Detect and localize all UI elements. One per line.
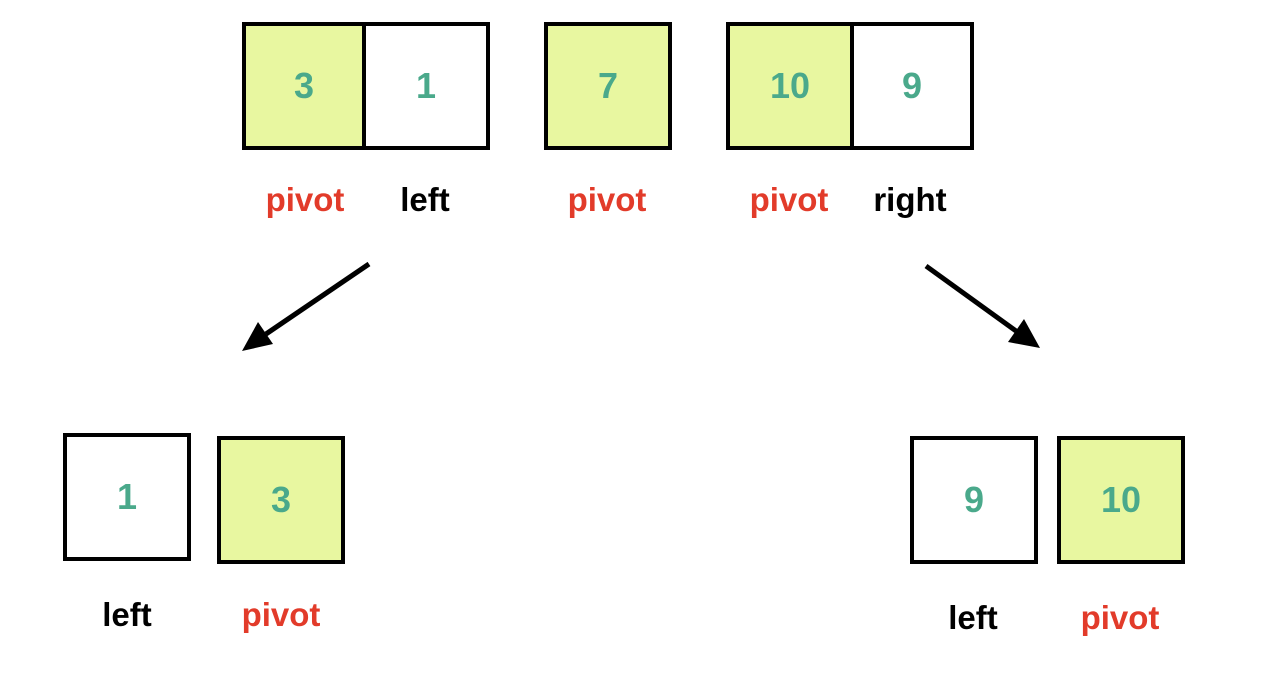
top-left-left-label: left (400, 181, 450, 218)
bottom-left-value-cell: 1 (63, 433, 191, 561)
bottom-left-pivot-cell: 3 (217, 436, 345, 564)
top-left-pivot-label: pivot (265, 181, 345, 218)
top-middle-pivot-label: pivot (567, 181, 647, 218)
arrow-down-left-icon (242, 261, 371, 351)
arrow-down-right-icon (924, 263, 1040, 348)
top-left-pivot-cell: 3 (242, 22, 366, 150)
bottom-right-left-label: left (948, 599, 998, 636)
top-right-value-cell: 9 (850, 22, 974, 150)
bottom-right-pivot-label: pivot (1080, 599, 1160, 636)
top-right-pivot-label: pivot (749, 181, 829, 218)
bottom-left-left-label: left (102, 596, 152, 633)
top-middle-pivot-cell: 7 (544, 22, 672, 150)
top-left-value-cell: 1 (362, 22, 490, 150)
bottom-right-value-cell: 9 (910, 436, 1038, 564)
bottom-left-pivot-label: pivot (241, 596, 321, 633)
bottom-right-pivot-cell: 10 (1057, 436, 1185, 564)
top-right-right-label: right (873, 181, 947, 218)
